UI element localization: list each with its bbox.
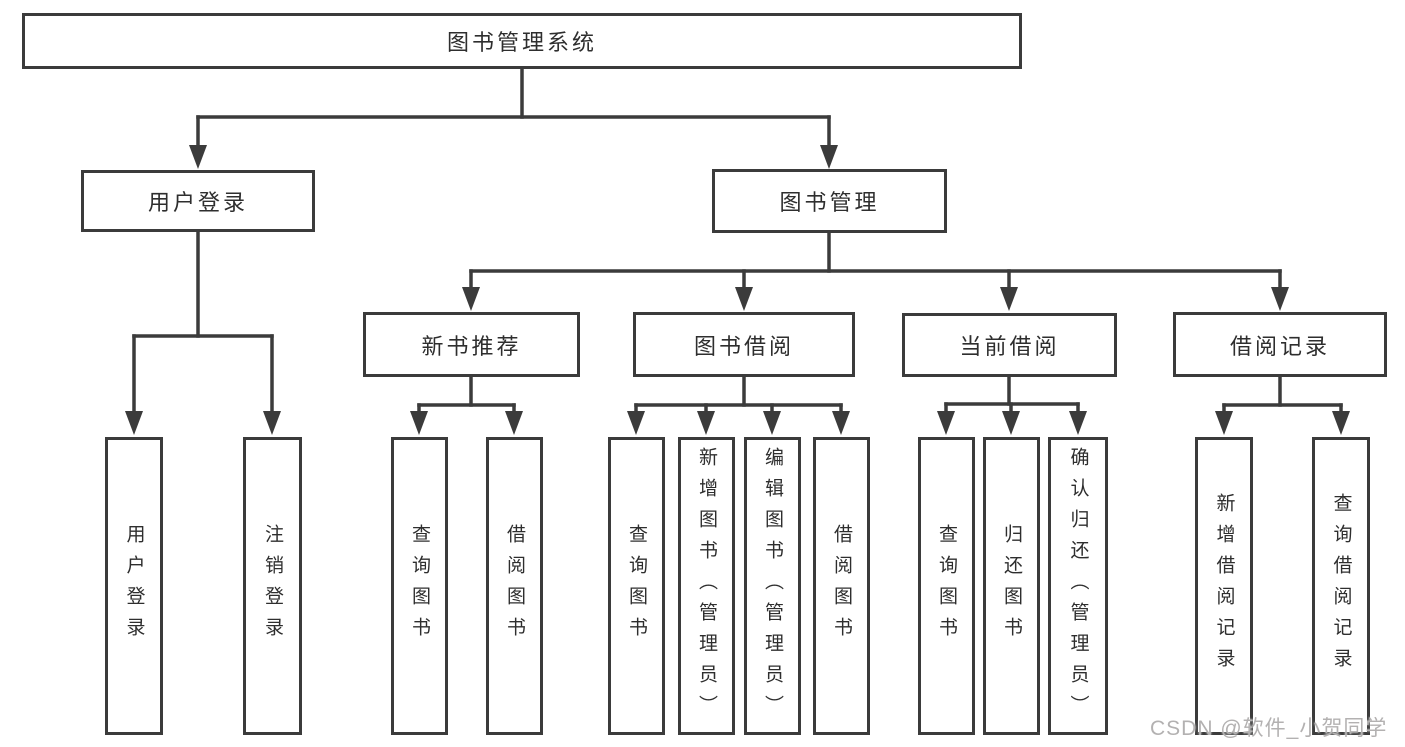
node-book-borrowing-label: 图书借阅 — [693, 333, 794, 359]
leaf-borrow-books-recommend: 借阅图书 — [486, 437, 543, 735]
leaf-edit-books-admin-label: 编辑图书（管理员） — [762, 446, 783, 726]
leaf-query-books-current: 查询图书 — [918, 437, 975, 735]
leaf-confirm-return-admin-label: 确认归还（管理员） — [1067, 446, 1089, 726]
csdn-watermark: CSDN @软件_小贺同学 — [1150, 717, 1388, 740]
leaf-edit-books-admin: 编辑图书（管理员） — [744, 437, 801, 735]
node-book-borrowing: 图书借阅 — [633, 312, 855, 377]
leaf-query-books-borrowing: 查询图书 — [608, 437, 665, 735]
leaf-borrow-books-recommend-label: 借阅图书 — [504, 524, 525, 648]
leaf-user-login-label: 用户登录 — [123, 524, 145, 648]
leaf-return-books-label: 归还图书 — [1001, 524, 1022, 648]
node-book-management-label: 图书管理 — [779, 190, 880, 215]
node-borrowing-records-label: 借阅记录 — [1229, 333, 1330, 359]
node-user-login-group: 用户登录 — [81, 170, 315, 232]
node-new-book-recommend: 新书推荐 — [363, 312, 580, 377]
leaf-query-borrow-record-label: 查询借阅记录 — [1330, 493, 1352, 679]
leaf-add-borrow-record: 新增借阅记录 — [1195, 437, 1253, 735]
leaf-confirm-return-admin: 确认归还（管理员） — [1048, 437, 1108, 735]
leaf-borrow-books-label: 借阅图书 — [831, 524, 852, 648]
leaf-borrow-books: 借阅图书 — [813, 437, 870, 735]
node-book-management: 图书管理 — [712, 169, 947, 233]
leaf-user-login: 用户登录 — [105, 437, 163, 735]
leaf-return-books: 归还图书 — [983, 437, 1040, 735]
node-new-book-recommend-label: 新书推荐 — [421, 333, 522, 359]
leaf-add-books-admin-label: 新增图书（管理员） — [696, 446, 717, 726]
leaf-query-books-recommend: 查询图书 — [391, 437, 448, 735]
node-current-borrowing: 当前借阅 — [902, 313, 1117, 377]
leaf-logout-label: 注销登录 — [262, 524, 283, 648]
leaf-query-books-recommend-label: 查询图书 — [409, 524, 430, 648]
node-user-login-group-label: 用户登录 — [147, 190, 248, 215]
leaf-query-books-current-label: 查询图书 — [936, 524, 957, 648]
node-library-system: 图书管理系统 — [22, 13, 1022, 69]
leaf-add-borrow-record-label: 新增借阅记录 — [1213, 493, 1235, 679]
node-borrowing-records: 借阅记录 — [1173, 312, 1387, 377]
leaf-query-books-borrowing-label: 查询图书 — [626, 524, 647, 648]
arrowheads — [125, 145, 1350, 435]
node-library-system-label: 图书管理系统 — [446, 30, 597, 55]
node-current-borrowing-label: 当前借阅 — [959, 334, 1060, 359]
leaf-query-borrow-record: 查询借阅记录 — [1312, 437, 1370, 735]
leaf-add-books-admin: 新增图书（管理员） — [678, 437, 735, 735]
leaf-logout: 注销登录 — [243, 437, 302, 735]
